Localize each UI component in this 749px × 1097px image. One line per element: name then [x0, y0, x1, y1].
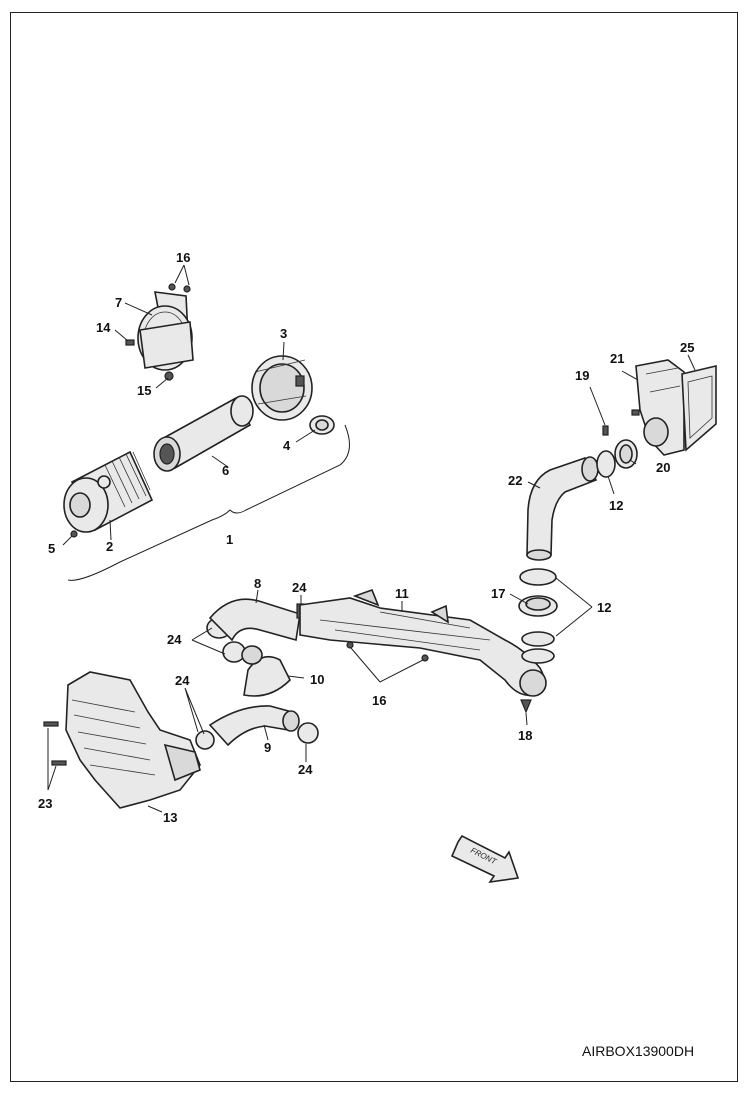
clamp-part-12-upper [596, 450, 616, 478]
callout-24-top: 24 [292, 580, 307, 595]
callout-12-upper: 12 [609, 498, 623, 513]
sleeve-part-20 [614, 439, 638, 469]
intake-duct-part-11 [299, 588, 547, 697]
callout-20: 20 [656, 460, 670, 475]
callout-18: 18 [518, 728, 532, 743]
callout-10: 10 [310, 672, 324, 687]
hose-part-9 [208, 705, 300, 747]
callout-24-bottom: 24 [298, 762, 313, 777]
callout-7: 7 [115, 295, 122, 310]
inlet-hood-part-21 [635, 359, 685, 456]
clamp-part-24-lower [195, 722, 319, 750]
callout-6: 6 [222, 463, 229, 478]
filter-element-part-6 [153, 395, 254, 472]
screw-part-19 [602, 409, 640, 436]
screen-part-25 [681, 364, 717, 452]
airbox-part-13 [65, 671, 201, 809]
drain-valve-part-5 [70, 530, 78, 538]
bellows-part-17 [518, 595, 558, 617]
callout-24-left: 24 [167, 632, 182, 647]
callout-1: 1 [226, 532, 233, 547]
drain-valve-part-18 [520, 699, 532, 714]
callout-16-mid: 16 [372, 693, 386, 708]
callout-5: 5 [48, 541, 55, 556]
front-direction-arrow: FRONT [450, 834, 520, 884]
clamp-part-12-lower [519, 568, 557, 664]
callout-22: 22 [508, 473, 522, 488]
callout-25: 25 [680, 340, 694, 355]
nut-part-15 [164, 371, 174, 381]
bracket-part-7 [137, 291, 194, 371]
callout-4: 4 [283, 438, 291, 453]
callout-21: 21 [610, 351, 624, 366]
callout-11: 11 [395, 586, 409, 601]
callout-9: 9 [264, 740, 271, 755]
hose-part-10 [241, 645, 291, 697]
callout-14: 14 [96, 320, 111, 335]
callout-15: 15 [137, 383, 151, 398]
valve-part-4 [309, 415, 335, 435]
rivet-part-16 [346, 641, 429, 662]
filter-body-part-2 [63, 450, 154, 533]
callout-24-mid: 24 [175, 673, 190, 688]
bolt-part-23 [43, 721, 67, 766]
elbow-part-22 [526, 456, 599, 561]
callout-16-top: 16 [176, 250, 190, 265]
callout-17: 17 [491, 586, 505, 601]
drawing-reference-code: AIRBOX13900DH [582, 1043, 695, 1059]
callout-8: 8 [254, 576, 261, 591]
callout-2: 2 [106, 539, 113, 554]
bolt-part-14 [125, 339, 135, 346]
leader-lines [47, 264, 696, 813]
drawing-frame [10, 12, 738, 1082]
callout-3: 3 [280, 326, 287, 341]
outer-housing-part-3 [251, 355, 313, 421]
callout-19: 19 [575, 368, 589, 383]
callout-12-lower: 12 [597, 600, 611, 615]
callout-13: 13 [163, 810, 177, 825]
bolt-part-16-top [168, 283, 191, 293]
group-bracket-line [67, 424, 350, 581]
callout-23: 23 [38, 796, 52, 811]
hose-part-8 [208, 598, 301, 642]
callout-labels: 1 2 3 4 5 6 7 8 9 10 11 12 12 13 14 15 1… [38, 250, 694, 825]
